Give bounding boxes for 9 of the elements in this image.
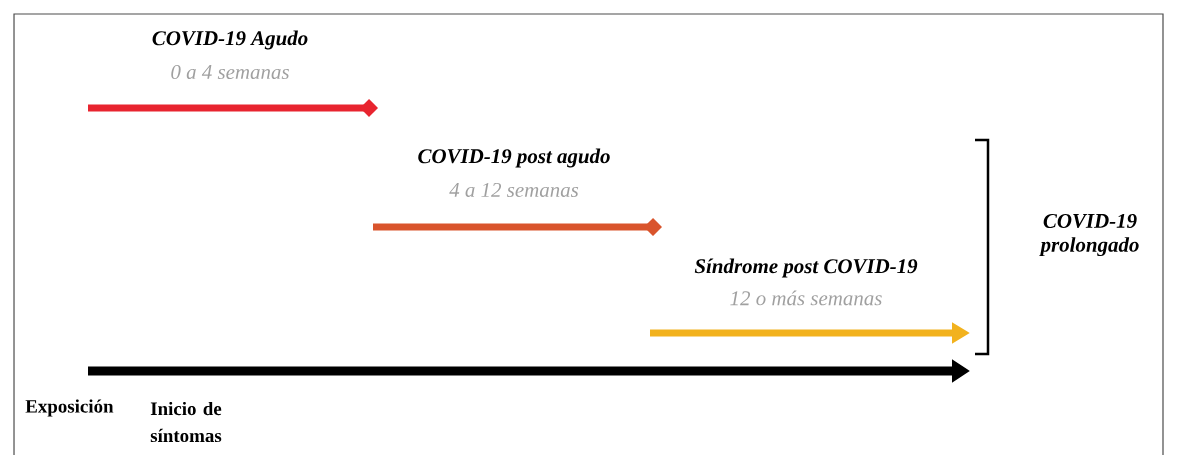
duration-label: 4 a 12 semanas [449,182,579,198]
phase-title: Síndrome post COVID-19 [694,258,918,278]
duration-label: 0 a 4 semanas [171,64,289,80]
duration-label: 12 o más semanas [730,290,882,306]
timeline-label: Exposición [25,399,114,417]
timeline-label: Inicio de síntomas [150,401,222,443]
phase-title: COVID-19 Agudo [152,30,308,50]
bracket-label: COVID-19 prolongado [1039,213,1139,257]
phase-title: COVID-19 post agudo [418,148,610,168]
